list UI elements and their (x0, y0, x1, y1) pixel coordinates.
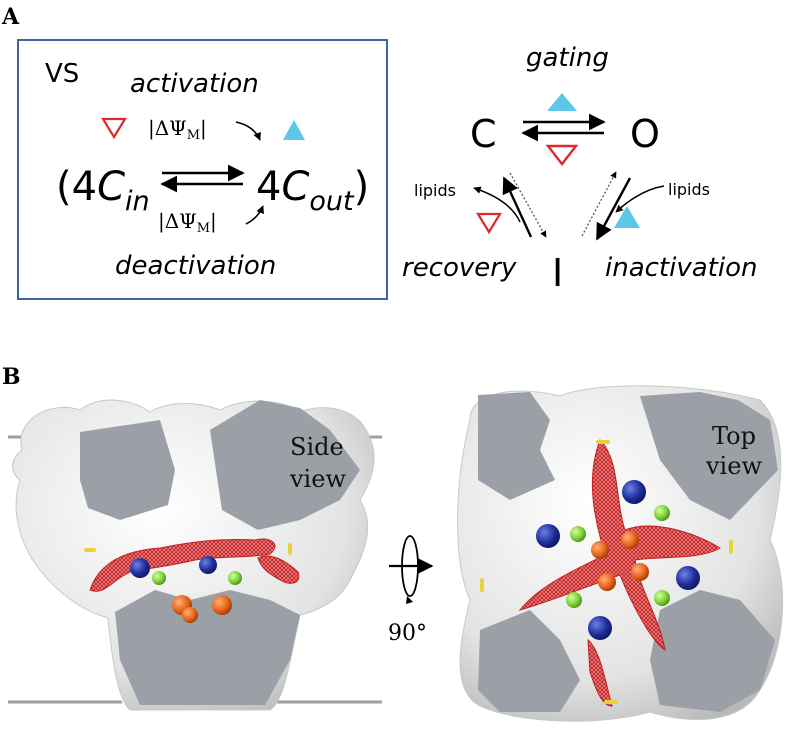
potential-bottom-arrow (245, 205, 264, 225)
top-lipid-mesh-corner (587, 638, 613, 707)
activation-label: activation (130, 69, 259, 99)
inactivation-dotted-arrow (581, 171, 617, 237)
green-residue (152, 571, 166, 585)
orange-residue (631, 563, 649, 581)
yellow-residue (596, 440, 610, 444)
panel-b-letter: B (2, 364, 21, 390)
blue-residue (199, 556, 217, 574)
lipids-left-label: lipids (414, 181, 456, 200)
blue-residue (622, 480, 646, 504)
inactivation-up-triangle-icon (614, 206, 640, 228)
gating-down-triangle-icon (545, 144, 579, 166)
rotation-icon: 90° (388, 535, 434, 646)
inactivation-solid-arrow (595, 177, 632, 241)
top-view-structure: Top view (457, 385, 784, 722)
deactivation-label: deactivation (115, 251, 276, 281)
top-section-nw (478, 392, 555, 500)
top-view-label: Top view (705, 422, 764, 480)
green-residue (228, 571, 242, 585)
recovery-dotted-arrow (509, 172, 547, 238)
inactivation-label: inactivation (605, 253, 757, 283)
recovery-label: recovery (402, 253, 517, 283)
blue-residue (536, 524, 560, 548)
potential-top: |ΔΨM| (148, 116, 207, 143)
panel-a-letter: A (1, 4, 20, 30)
orange-residue (591, 541, 609, 559)
side-view-structure: Side view (8, 399, 382, 711)
yellow-residue (480, 578, 484, 592)
orange-residue (212, 595, 232, 615)
top-section-sw (478, 610, 580, 712)
side-view-label: Side view (289, 433, 351, 493)
state-out: 4Cout) (256, 164, 369, 217)
green-residue (654, 590, 670, 606)
blue-residue (676, 566, 700, 590)
green-residue (570, 526, 586, 542)
side-lipid-mesh-right (257, 555, 300, 584)
closed-state: C (470, 112, 497, 156)
top-section-se (650, 590, 775, 712)
lipids-right-arrow (615, 185, 665, 213)
up-triangle-icon (283, 120, 305, 140)
yellow-residue (604, 700, 618, 704)
blue-residue (588, 616, 612, 640)
vs-label: VS (45, 59, 79, 89)
side-section-right (210, 400, 360, 530)
potential-bottom: |ΔΨM| (158, 209, 217, 236)
green-residue (566, 592, 582, 608)
inactivated-state: I (552, 251, 563, 295)
open-state: O (630, 112, 660, 156)
recovery-solid-arrow (502, 176, 533, 238)
side-section-left (80, 420, 175, 520)
gating-label: gating (526, 43, 609, 73)
side-section-bottom (115, 590, 300, 705)
orange-residue (621, 531, 639, 549)
orange-residue (182, 607, 198, 623)
down-triangle-icon (101, 117, 127, 140)
yellow-residue (84, 548, 96, 552)
top-section-ne (640, 392, 778, 520)
yellow-residue (729, 540, 733, 554)
blue-residue (130, 558, 150, 578)
state-in: (4Cin (56, 164, 150, 217)
gating-up-triangle-icon (547, 93, 577, 111)
lipids-left-arrow (473, 186, 521, 223)
vs-box (17, 39, 388, 300)
potential-top-arrow (235, 121, 261, 141)
green-residue (654, 505, 670, 521)
top-lipid-mesh (518, 439, 721, 652)
side-lipid-mesh (89, 538, 276, 592)
yellow-residue (288, 543, 292, 555)
lipids-right-label: lipids (668, 180, 710, 199)
rotation-label: 90° (388, 621, 427, 646)
orange-residue (598, 573, 616, 591)
recovery-down-triangle-icon (476, 212, 502, 235)
